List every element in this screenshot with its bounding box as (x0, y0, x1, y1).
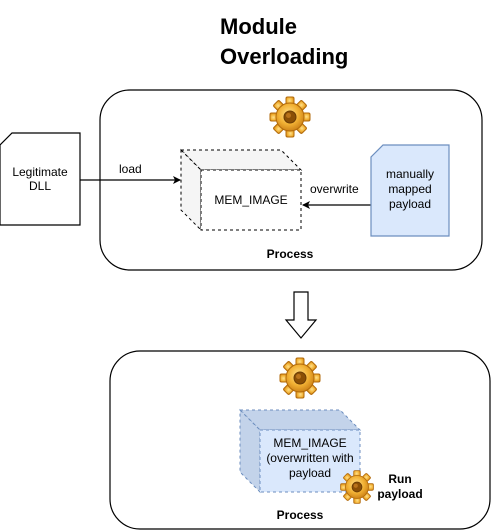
run-payload-gear-icon (340, 470, 374, 504)
top-gear-icon (269, 96, 311, 138)
payload-line-1: manually (386, 167, 434, 181)
payload-document: manually mapped payload (370, 144, 450, 237)
overwrite-label: overwrite (310, 182, 359, 196)
mem-image-label: MEM_IMAGE (214, 193, 287, 207)
legit-dll-line-2: DLL (29, 179, 51, 193)
top-process-label: Process (267, 247, 314, 261)
down-flow-arrow (284, 291, 318, 339)
overwritten-mem-line-1: MEM_IMAGE (273, 436, 346, 450)
bottom-gear-icon (279, 357, 321, 399)
run-payload-line-2: payload (377, 487, 422, 501)
payload-line-2: mapped (388, 182, 431, 196)
title-line-1: Module (220, 14, 297, 39)
legit-dll-line-1: Legitimate (12, 165, 68, 179)
payload-line-3: payload (389, 197, 431, 211)
overwritten-mem-line-3: payload (289, 466, 331, 480)
bottom-process-label: Process (277, 508, 324, 522)
run-payload-line-1: Run (388, 472, 411, 486)
mem-image-cube: MEM_IMAGE (179, 148, 303, 232)
legitimate-dll-document: Legitimate DLL (0, 132, 81, 226)
load-label: load (119, 162, 142, 176)
overwritten-mem-image-cube: MEM_IMAGE (overwritten with payload (238, 408, 362, 494)
overwritten-mem-line-2: (overwritten with (266, 451, 353, 465)
title-line-2: Overloading (220, 44, 348, 69)
